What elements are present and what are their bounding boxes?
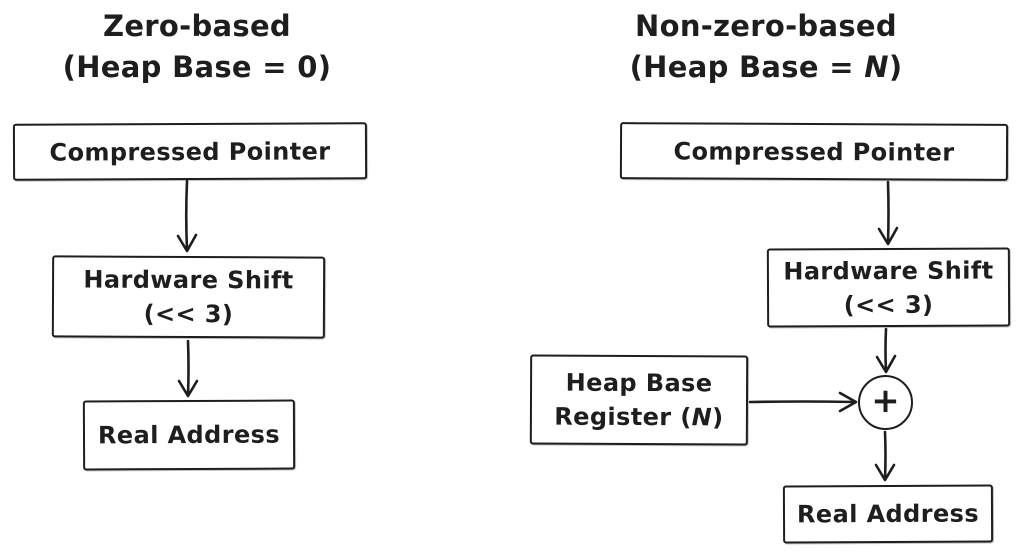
node-right-real-address: Real Address	[782, 484, 994, 544]
node-left-compressed-pointer: Compressed Pointer	[12, 122, 368, 181]
arrow-left-shift-to-real	[177, 339, 199, 398]
heap-base-variable: N	[864, 50, 889, 84]
right-subtitle-line: (Heap Base = N)	[629, 50, 903, 84]
left-column-title: Zero-based (Heap Base = 0)	[30, 6, 364, 88]
arrow-right-shift-to-adder	[875, 327, 897, 374]
left-title-line: Zero-based	[103, 9, 291, 43]
arrow-left-cp-to-shift	[176, 179, 198, 253]
node-left-real-address: Real Address	[82, 399, 296, 471]
node-right-compressed-pointer: Compressed Pointer	[619, 122, 1009, 181]
right-title-line: Non-zero-based	[635, 9, 897, 43]
adder-plus-circle: +	[858, 375, 913, 430]
node-heap-base-register: Heap Base Register (N)	[529, 354, 749, 446]
arrow-register-to-adder	[748, 391, 858, 413]
plus-icon: +	[871, 381, 900, 421]
right-column-title: Non-zero-based (Heap Base = N)	[599, 6, 933, 88]
register-variable: N	[691, 403, 713, 432]
left-subtitle-line: (Heap Base = 0)	[62, 50, 332, 84]
arrow-adder-to-real	[874, 430, 896, 482]
node-right-hardware-shift: Hardware Shift (<< 3)	[766, 247, 1011, 328]
arrow-right-cp-to-shift	[877, 180, 899, 246]
node-left-hardware-shift: Hardware Shift (<< 3)	[51, 255, 326, 339]
